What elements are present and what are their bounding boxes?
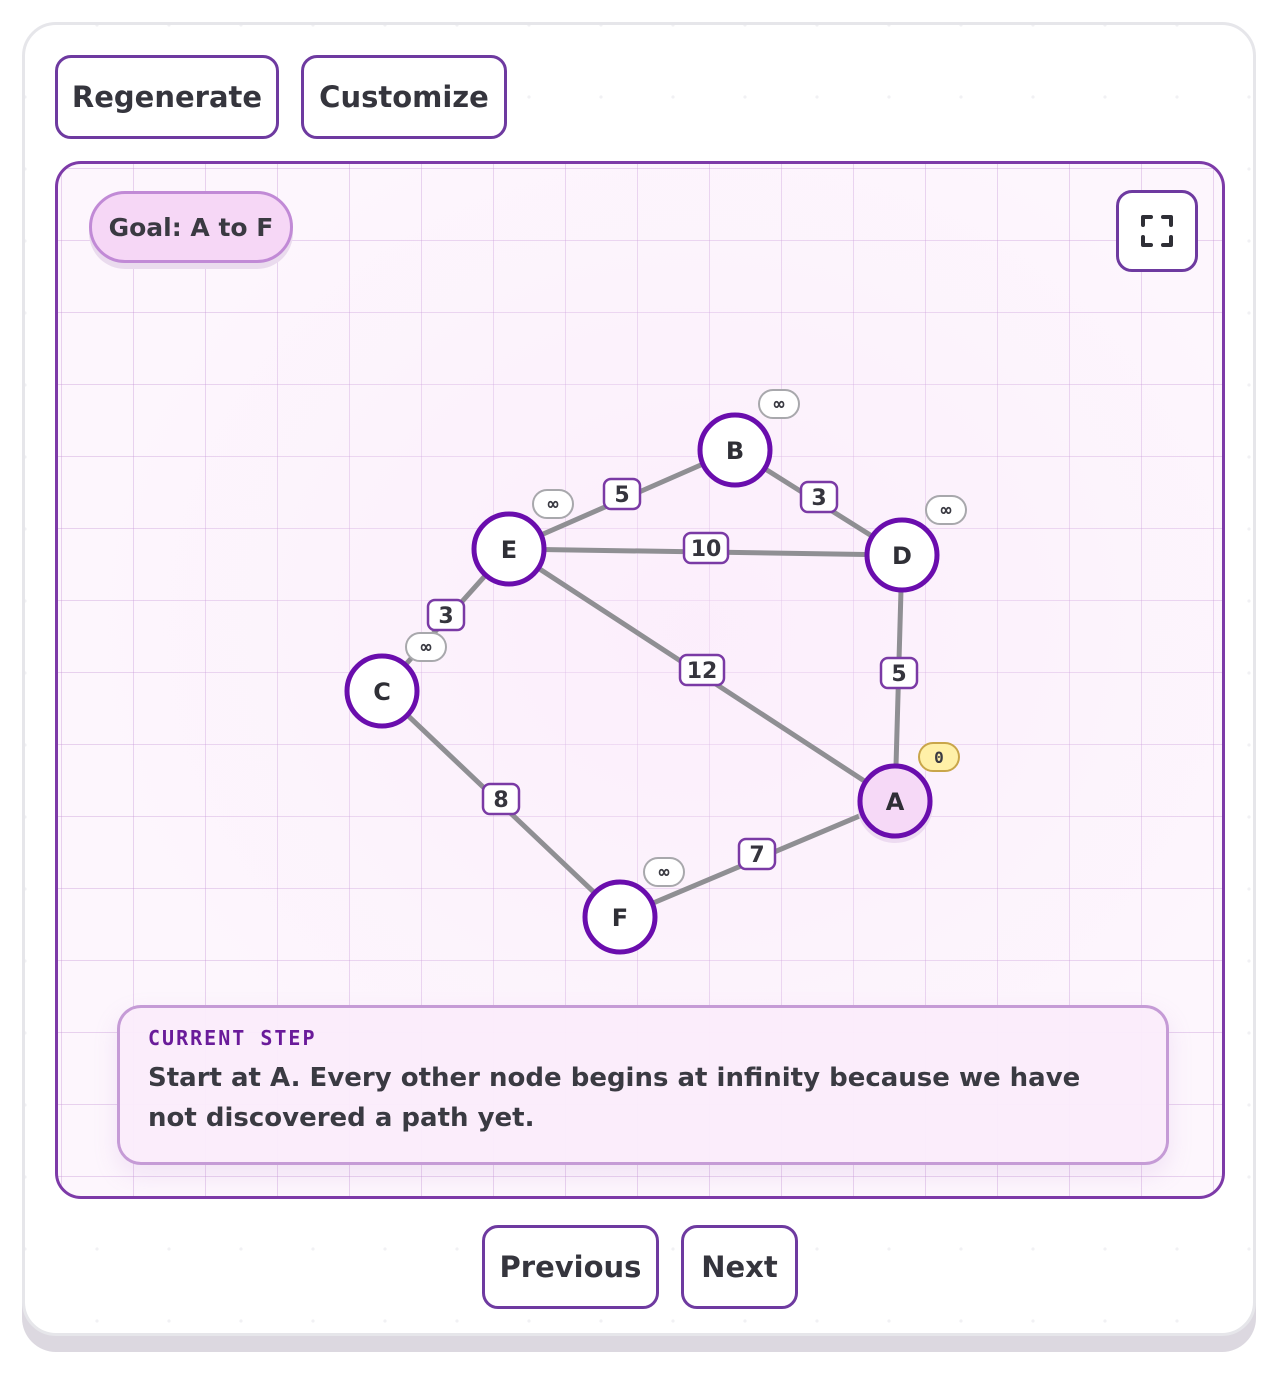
goal-badge: Goal: A to F (89, 191, 293, 263)
distance-badge-text: ∞ (421, 637, 432, 658)
node-label: C (373, 678, 391, 706)
node-circle (344, 653, 420, 729)
distance-badge: ∞ (532, 489, 574, 519)
distance-badge-box (758, 389, 800, 419)
edge-weight-text: 5 (614, 483, 629, 508)
node-a[interactable]: A (857, 763, 933, 843)
node-label: A (886, 788, 905, 816)
node-e[interactable]: E (471, 511, 547, 587)
edge-weight-box (682, 531, 730, 565)
node-circle (582, 879, 658, 955)
node-circle (857, 763, 933, 839)
distance-badge: 0 (918, 742, 960, 772)
edge-weight-box (799, 480, 839, 514)
node-b[interactable]: B (697, 412, 773, 488)
distance-badge: ∞ (405, 632, 447, 662)
edge-weight-text: 5 (891, 662, 906, 687)
current-step-text: Start at A. Every other node begins at i… (148, 1063, 1081, 1133)
current-step-title: CURRENT STEP (148, 1026, 317, 1050)
node-c[interactable]: C (344, 653, 420, 729)
labels-layer: 5 3 10 3 12 5 8 7 ∞ ∞ ∞ ∞ 0 ∞ (405, 389, 967, 887)
distance-badge-text: ∞ (774, 394, 785, 415)
edge-weight-label: 7 (737, 837, 777, 871)
distance-badge-box (925, 495, 967, 525)
node-label: F (612, 904, 628, 932)
distance-badge: ∞ (925, 495, 967, 525)
distance-badge-box (405, 632, 447, 662)
distance-badge-box (643, 857, 685, 887)
edge-weight-box (481, 782, 521, 816)
current-step-panel: CURRENT STEP Start at A. Every other nod… (117, 1005, 1169, 1165)
graph-canvas: B E D C A F 5 3 10 3 12 5 8 7 ∞ ∞ ∞ ∞ 0 ∞ Goal: A to F CURR… (55, 161, 1225, 1199)
distance-badge-box (532, 489, 574, 519)
edge-weight-text: 3 (438, 604, 453, 629)
fullscreen-icon (1141, 215, 1173, 247)
fullscreen-button[interactable] (1116, 190, 1198, 272)
edge-weight-text: 10 (691, 537, 722, 562)
edge-weight-box (426, 598, 466, 632)
node-label: D (892, 542, 912, 570)
edge-weight-text: 7 (749, 843, 764, 868)
graph-view: B E D C A F 5 3 10 3 12 5 8 7 ∞ ∞ ∞ ∞ 0 ∞ (344, 389, 967, 955)
edge-weight-box (879, 656, 919, 690)
regenerate-button[interactable]: Regenerate (55, 55, 279, 139)
node-label: E (501, 536, 517, 564)
edge-weight-label: 3 (799, 480, 839, 514)
nodes-layer: B E D C A F (344, 412, 940, 955)
distance-badge-text: ∞ (548, 494, 559, 515)
distance-badge: ∞ (643, 857, 685, 887)
node-circle (864, 517, 940, 593)
node-circle (471, 511, 547, 587)
edge-weight-label: 10 (682, 531, 730, 565)
edge-weight-box (602, 477, 642, 511)
edge-weight-label: 12 (678, 653, 726, 687)
edge-weight-label: 3 (426, 598, 466, 632)
edge-weight-box (737, 837, 777, 871)
distance-badge-text: 0 (934, 748, 944, 767)
distance-badge: ∞ (758, 389, 800, 419)
node-f[interactable]: F (582, 879, 658, 955)
edge-weight-text: 8 (493, 788, 508, 813)
edge-weight-box (678, 653, 726, 687)
next-button[interactable]: Next (681, 1225, 798, 1309)
node-label: B (726, 437, 744, 465)
edge-weight-text: 3 (811, 486, 826, 511)
edge-weight-label: 5 (879, 656, 919, 690)
distance-badge-box (918, 742, 960, 772)
distance-badge-text: ∞ (659, 862, 670, 883)
previous-button[interactable]: Previous (482, 1225, 659, 1309)
edges-layer (379, 447, 905, 920)
edge-weight-label: 8 (481, 782, 521, 816)
edge-weight-text: 12 (687, 659, 718, 684)
node-d[interactable]: D (864, 517, 940, 593)
node-circle (697, 412, 773, 488)
edge-weight-label: 5 (602, 477, 642, 511)
customize-button[interactable]: Customize (301, 55, 507, 139)
distance-badge-text: ∞ (941, 500, 952, 521)
